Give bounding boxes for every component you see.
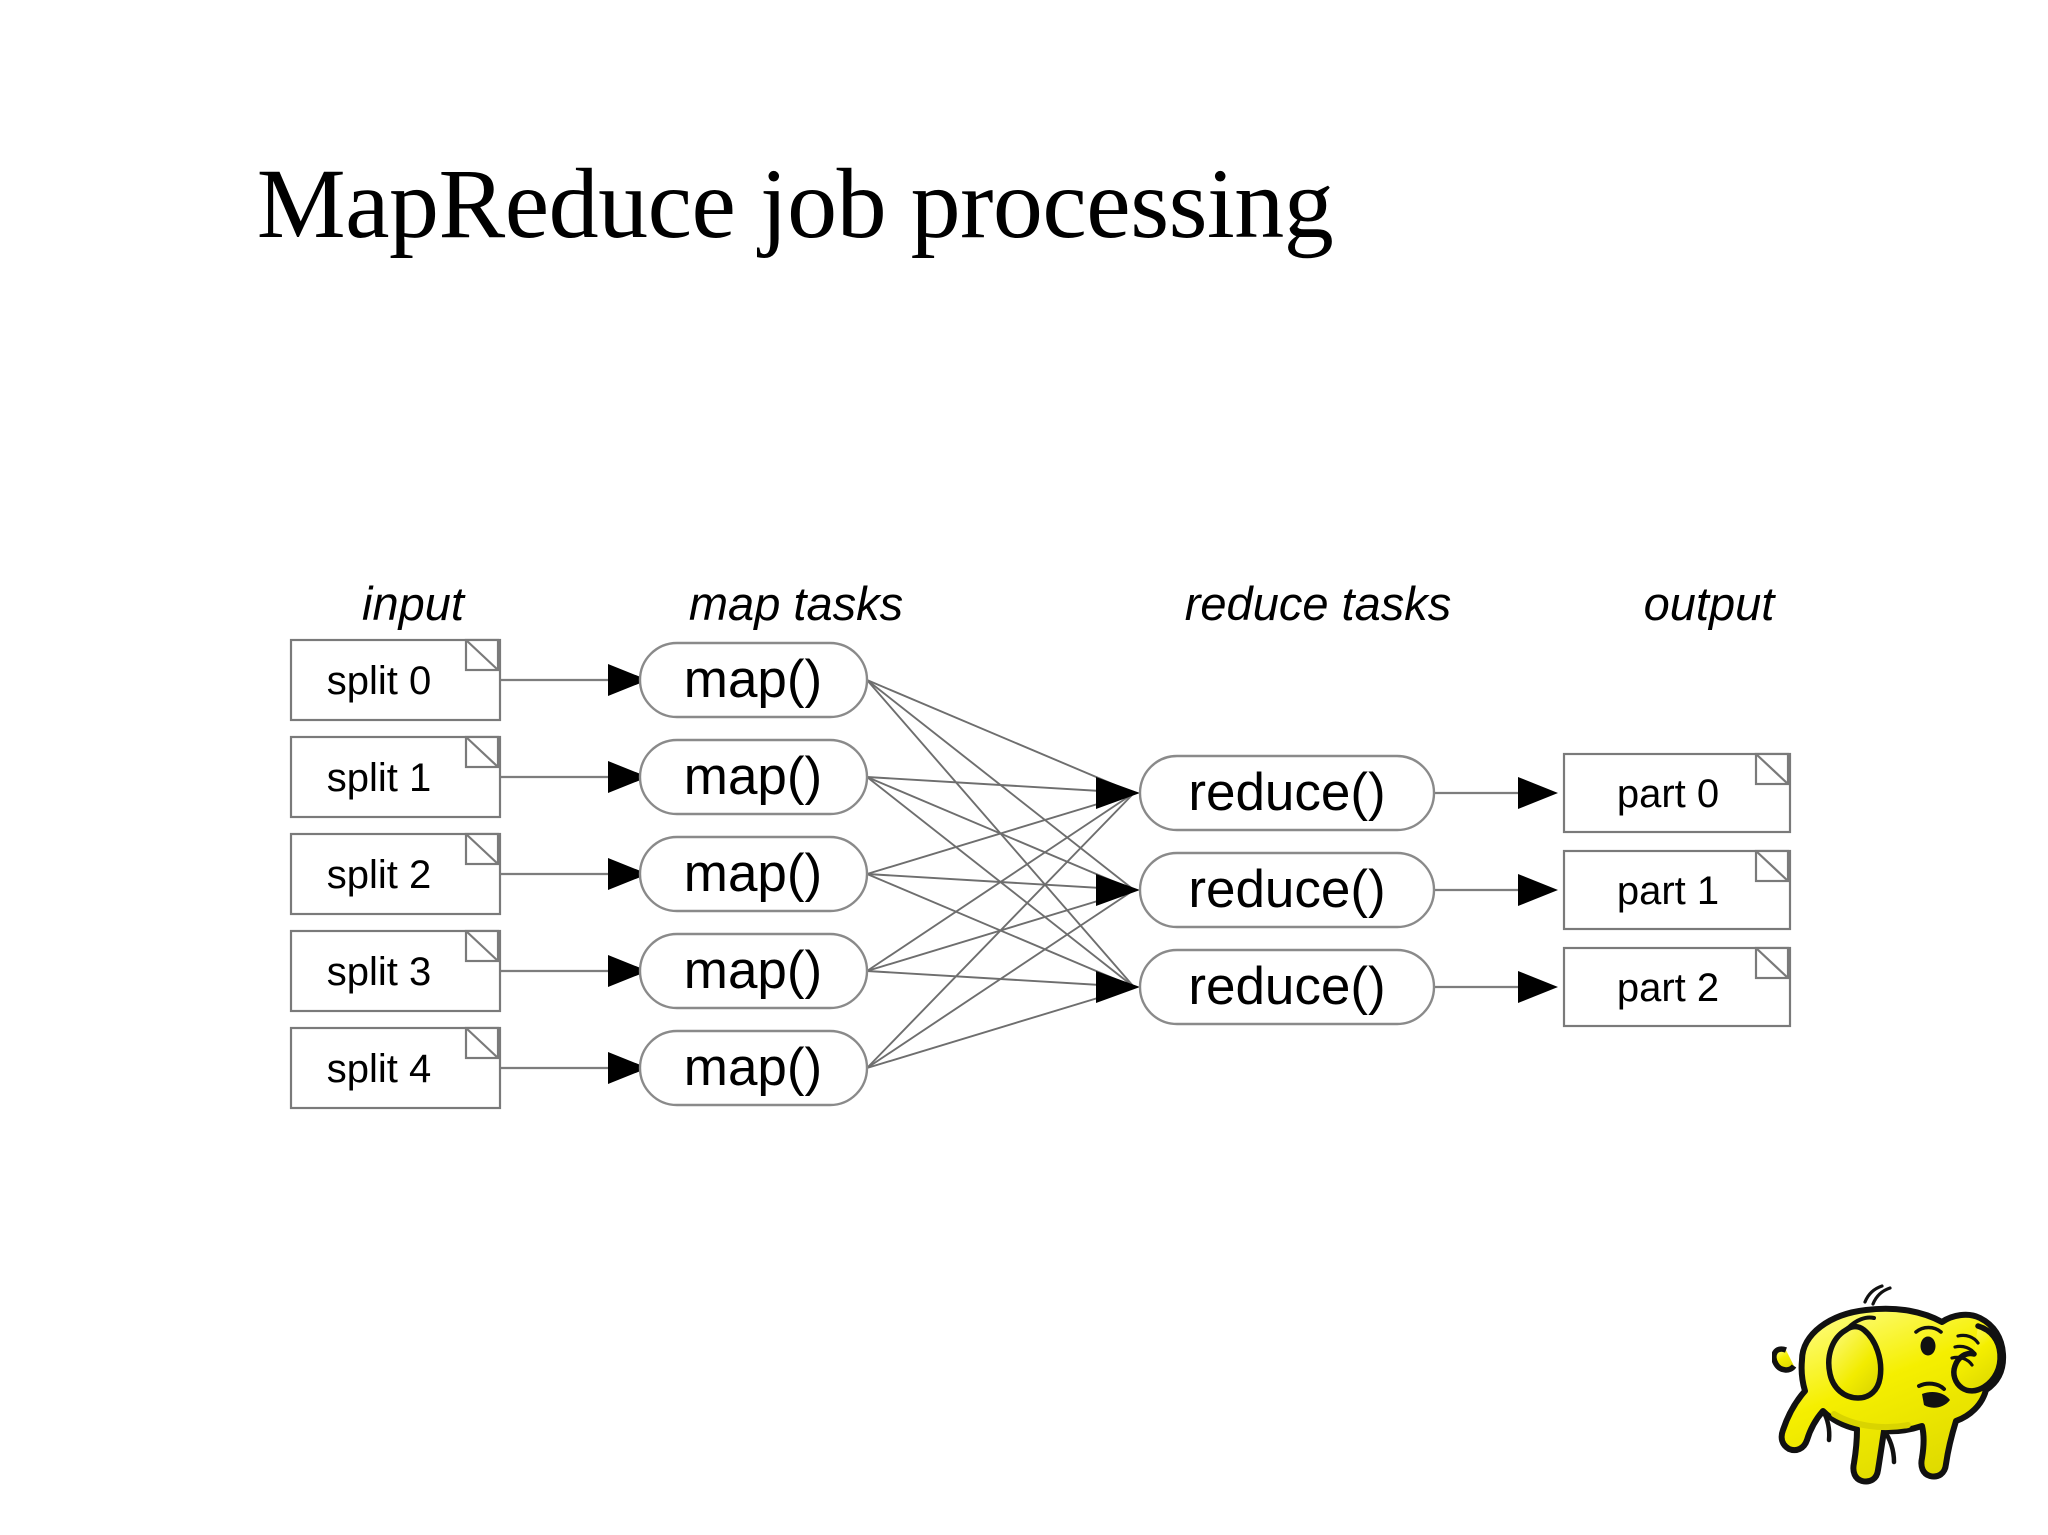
split-box-1[interactable]: split 1 bbox=[289, 735, 502, 819]
map-task-1-label: map() bbox=[684, 747, 822, 806]
reduce-tasks-column: reduce() reduce() reduce() bbox=[1138, 754, 1436, 1026]
input-to-map-edges bbox=[500, 664, 648, 1084]
part-box-1-label: part 1 bbox=[1617, 869, 1719, 913]
split-box-4[interactable]: split 4 bbox=[289, 1026, 502, 1110]
shuffle-edges bbox=[866, 679, 1135, 1069]
map-task-4[interactable]: map() bbox=[638, 1029, 869, 1107]
shuffle-arrow-heads bbox=[1096, 777, 1140, 1003]
reduce-task-2[interactable]: reduce() bbox=[1138, 948, 1436, 1026]
part-box-1[interactable]: part 1 bbox=[1562, 849, 1792, 931]
map-task-0-label: map() bbox=[684, 650, 822, 709]
elephant-tail bbox=[1772, 1346, 1797, 1373]
reduce-task-1[interactable]: reduce() bbox=[1138, 851, 1436, 929]
reduce-task-1-label: reduce() bbox=[1188, 860, 1385, 919]
elephant-hair-icon bbox=[1863, 1284, 1892, 1306]
reduce-task-0[interactable]: reduce() bbox=[1138, 754, 1436, 832]
map-task-1[interactable]: map() bbox=[638, 738, 869, 816]
page-title: MapReduce job processing bbox=[256, 148, 1334, 259]
reduce-task-0-label: reduce() bbox=[1188, 763, 1385, 822]
map-task-3-label: map() bbox=[684, 941, 822, 1000]
elephant-ear bbox=[1826, 1323, 1884, 1401]
split-box-0-label: split 0 bbox=[327, 659, 432, 703]
input-column: split 0 split 1 split 2 split 3 bbox=[289, 638, 502, 1110]
elephant-leg-line-front bbox=[1881, 1428, 1897, 1465]
elephant-trunk-wrinkles bbox=[1950, 1333, 1980, 1367]
part-box-0-label: part 0 bbox=[1617, 772, 1719, 816]
elephant-leg-line-hind bbox=[1820, 1408, 1832, 1443]
elephant-trunk bbox=[1951, 1323, 2003, 1394]
map-task-3[interactable]: map() bbox=[638, 932, 869, 1010]
elephant-eye bbox=[1920, 1336, 1936, 1356]
split-box-3[interactable]: split 3 bbox=[289, 929, 502, 1013]
split-box-3-label: split 3 bbox=[327, 950, 432, 994]
part-box-2-label: part 2 bbox=[1617, 966, 1719, 1010]
elephant-belly-shade bbox=[1831, 1411, 1911, 1431]
part-box-2[interactable]: part 2 bbox=[1562, 946, 1792, 1028]
split-box-1-label: split 1 bbox=[327, 756, 432, 800]
split-box-2-label: split 2 bbox=[327, 853, 432, 897]
reduce-to-output-edges bbox=[1434, 777, 1558, 1003]
map-task-0[interactable]: map() bbox=[638, 641, 869, 719]
split-box-0[interactable]: split 0 bbox=[289, 638, 502, 722]
elephant-mouth bbox=[1922, 1392, 1950, 1408]
column-header-input: input bbox=[362, 577, 466, 630]
column-header-map-tasks: map tasks bbox=[689, 577, 903, 630]
split-box-2[interactable]: split 2 bbox=[289, 832, 502, 916]
elephant-eyebrow bbox=[1914, 1325, 1943, 1334]
map-task-2-label: map() bbox=[684, 844, 822, 903]
split-box-4-label: split 4 bbox=[327, 1047, 432, 1091]
column-header-reduce-tasks: reduce tasks bbox=[1185, 577, 1451, 630]
part-box-0[interactable]: part 0 bbox=[1562, 752, 1792, 834]
output-column: part 0 part 1 part 2 bbox=[1562, 752, 1792, 1028]
map-task-4-label: map() bbox=[684, 1038, 822, 1097]
map-task-2[interactable]: map() bbox=[638, 835, 869, 913]
reduce-task-2-label: reduce() bbox=[1188, 957, 1385, 1016]
hadoop-elephant-logo bbox=[1772, 1284, 2007, 1485]
elephant-mouth-line bbox=[1917, 1381, 1946, 1391]
elephant-ear-fold bbox=[1846, 1315, 1876, 1330]
map-tasks-column: map() map() map() map() map() bbox=[638, 641, 869, 1107]
elephant-figure bbox=[1772, 1284, 2007, 1485]
column-header-output: output bbox=[1644, 577, 1777, 630]
